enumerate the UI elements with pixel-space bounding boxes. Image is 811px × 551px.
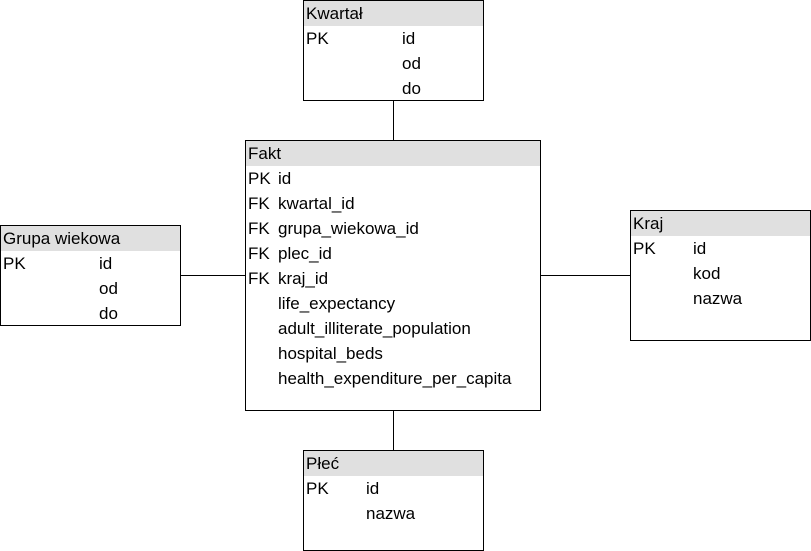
entity-row: health_expenditure_per_capita — [246, 366, 540, 391]
field-name: health_expenditure_per_capita — [278, 369, 512, 388]
entity-row: do — [304, 76, 483, 101]
field-name: kraj_id — [278, 269, 329, 288]
field-name: id — [99, 254, 113, 273]
field-name: do — [402, 79, 421, 98]
entity-row: do — [1, 301, 180, 326]
entity-grupa-wiekowa[interactable]: Grupa wiekowa PK id od do — [0, 225, 181, 326]
key-marker: PK — [633, 239, 656, 258]
entity-row: adult_illiterate_population — [246, 316, 540, 341]
key-marker: FK — [248, 244, 270, 263]
entity-row: PK id — [1, 251, 180, 276]
field-name: kod — [693, 264, 721, 283]
field-name: nazwa — [366, 504, 416, 523]
entity-row: nazwa — [304, 501, 483, 526]
entity-row: od — [304, 51, 483, 76]
entity-title: Kraj — [631, 211, 810, 236]
field-name: id — [366, 479, 380, 498]
field-name: od — [99, 279, 118, 298]
entity-plec[interactable]: Płeć PK id nazwa — [303, 450, 484, 551]
connector-fakt-kraj — [540, 275, 630, 276]
entity-row: life_expectancy — [246, 291, 540, 316]
entity-row: PK id — [246, 166, 540, 191]
entity-row: FK grupa_wiekowa_id — [246, 216, 540, 241]
entity-row: PK id — [304, 26, 483, 51]
entity-row: kod — [631, 261, 810, 286]
entity-title: Fakt — [246, 141, 540, 166]
entity-row: PK id — [631, 236, 810, 261]
key-marker: PK — [306, 479, 329, 498]
entity-row: FK kwartal_id — [246, 191, 540, 216]
field-name: id — [693, 239, 707, 258]
field-name: grupa_wiekowa_id — [278, 219, 419, 238]
field-name: id — [402, 29, 416, 48]
entity-title: Kwartał — [304, 1, 483, 26]
key-marker: PK — [3, 254, 26, 273]
key-marker: PK — [306, 29, 329, 48]
entity-title: Grupa wiekowa — [1, 226, 180, 251]
entity-kwartal[interactable]: Kwartał PK id od do — [303, 0, 484, 101]
key-marker: FK — [248, 219, 270, 238]
entity-row: FK kraj_id — [246, 266, 540, 291]
field-name: life_expectancy — [278, 294, 396, 313]
field-name: od — [402, 54, 421, 73]
entity-kraj[interactable]: Kraj PK id kod nazwa — [630, 210, 811, 341]
entity-row: FK plec_id — [246, 241, 540, 266]
field-name: hospital_beds — [278, 344, 383, 363]
key-marker: FK — [248, 194, 270, 213]
connector-kwartal-fakt — [393, 100, 394, 140]
entity-row: PK id — [304, 476, 483, 501]
entity-row: hospital_beds — [246, 341, 540, 366]
entity-title: Płeć — [304, 451, 483, 476]
connector-fakt-plec — [393, 410, 394, 450]
key-marker: FK — [248, 269, 270, 288]
field-name: nazwa — [693, 289, 743, 308]
field-name: id — [278, 169, 292, 188]
entity-row: od — [1, 276, 180, 301]
field-name: plec_id — [278, 244, 332, 263]
entity-row: nazwa — [631, 286, 810, 311]
field-name: kwartal_id — [278, 194, 355, 213]
connector-grupa-fakt — [180, 275, 245, 276]
field-name: adult_illiterate_population — [278, 319, 471, 338]
field-name: do — [99, 304, 118, 323]
key-marker: PK — [248, 169, 271, 188]
